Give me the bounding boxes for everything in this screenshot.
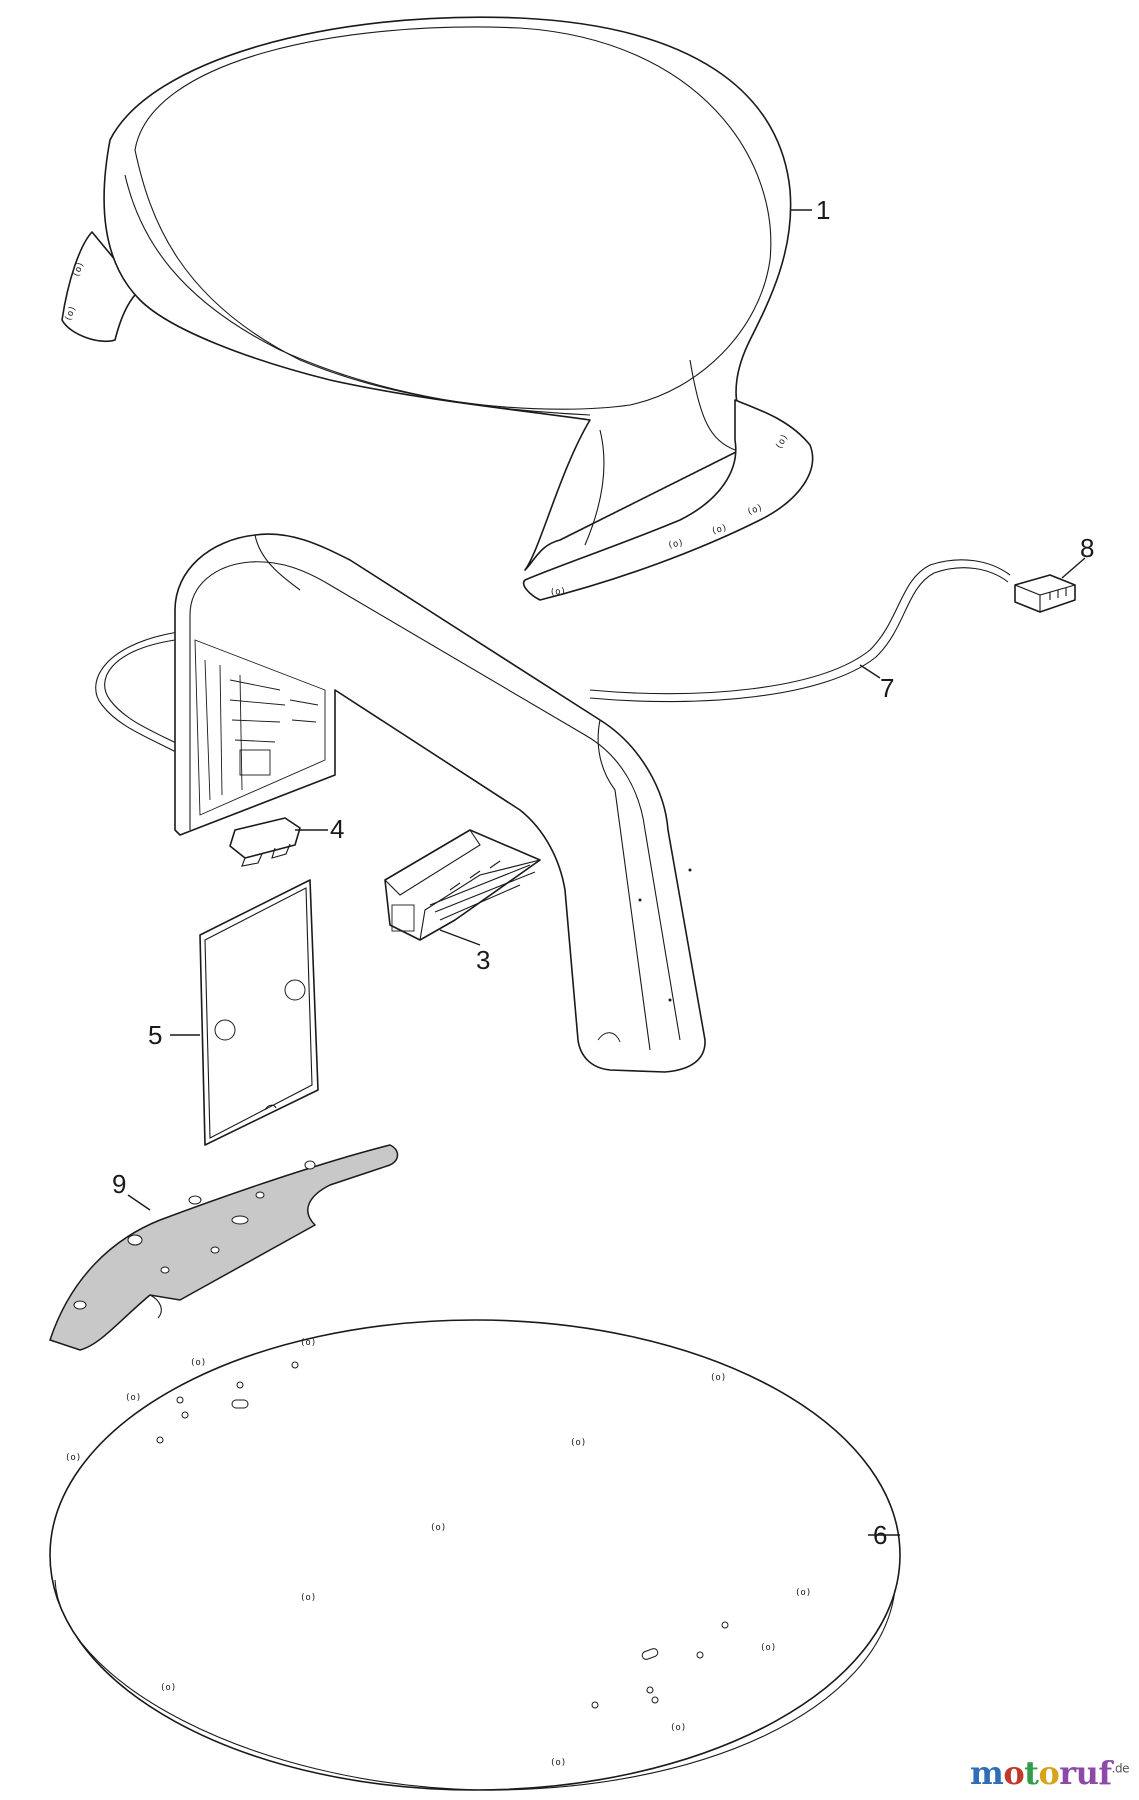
callout-1: 1 (790, 195, 830, 225)
svg-text:1: 1 (816, 195, 830, 225)
svg-text:(o): (o) (570, 1438, 586, 1448)
main-housing-frame (174, 533, 706, 1073)
logo-part: o (1003, 1754, 1025, 1792)
part-4-clip (229, 817, 301, 867)
logo-part: o (1038, 1754, 1060, 1792)
logo-part: m (969, 1754, 1004, 1792)
svg-text:(o): (o) (710, 1373, 726, 1383)
logo-part: t (1024, 1754, 1039, 1792)
part-8-connector (1014, 574, 1076, 613)
part-1-top-cover: (o) (o) (o) (o) (o) (o) (o) (61, 16, 814, 601)
svg-text:(o): (o) (667, 538, 685, 551)
svg-text:(o): (o) (160, 1683, 176, 1693)
svg-text:6: 6 (873, 1520, 887, 1550)
part-9-bracket (49, 1144, 399, 1351)
svg-text:(o): (o) (710, 523, 728, 537)
callout-9: 9 (112, 1169, 151, 1211)
svg-text:(o): (o) (549, 587, 566, 598)
svg-text:(o): (o) (430, 1523, 446, 1533)
part-6-base-plate: (o) (o) (o) (o) (o) (o) (o) (o) (o) (o) … (49, 1319, 901, 1791)
callout-6: 6 (868, 1520, 900, 1550)
svg-text:(o): (o) (125, 1393, 141, 1403)
callout-3: 3 (439, 929, 490, 975)
logo-suffix: .de (1111, 1761, 1130, 1776)
part-5-plate (199, 879, 319, 1146)
svg-text:(o): (o) (795, 1588, 811, 1598)
svg-text:7: 7 (880, 673, 894, 703)
svg-text:(o): (o) (300, 1593, 316, 1603)
svg-text:(o): (o) (65, 1453, 81, 1463)
svg-text:3: 3 (476, 945, 490, 975)
callout-5: 5 (148, 1020, 200, 1050)
svg-text:5: 5 (148, 1020, 162, 1050)
svg-text:(o): (o) (550, 1758, 566, 1768)
svg-text:(o): (o) (670, 1723, 686, 1733)
svg-text:9: 9 (112, 1169, 126, 1199)
logo-part: ruf (1059, 1754, 1112, 1792)
svg-text:8: 8 (1080, 533, 1094, 563)
callout-4: 4 (295, 814, 344, 844)
svg-text:4: 4 (330, 814, 344, 844)
callout-8: 8 (1061, 533, 1094, 579)
callout-7: 7 (859, 664, 894, 703)
svg-text:(o): (o) (760, 1643, 776, 1653)
svg-text:(o): (o) (190, 1358, 206, 1368)
motoruf-logo: motoruf.de (969, 1754, 1130, 1792)
part-3-board (384, 829, 541, 941)
svg-text:(o): (o) (300, 1338, 316, 1348)
part-7-cable (95, 559, 1011, 753)
